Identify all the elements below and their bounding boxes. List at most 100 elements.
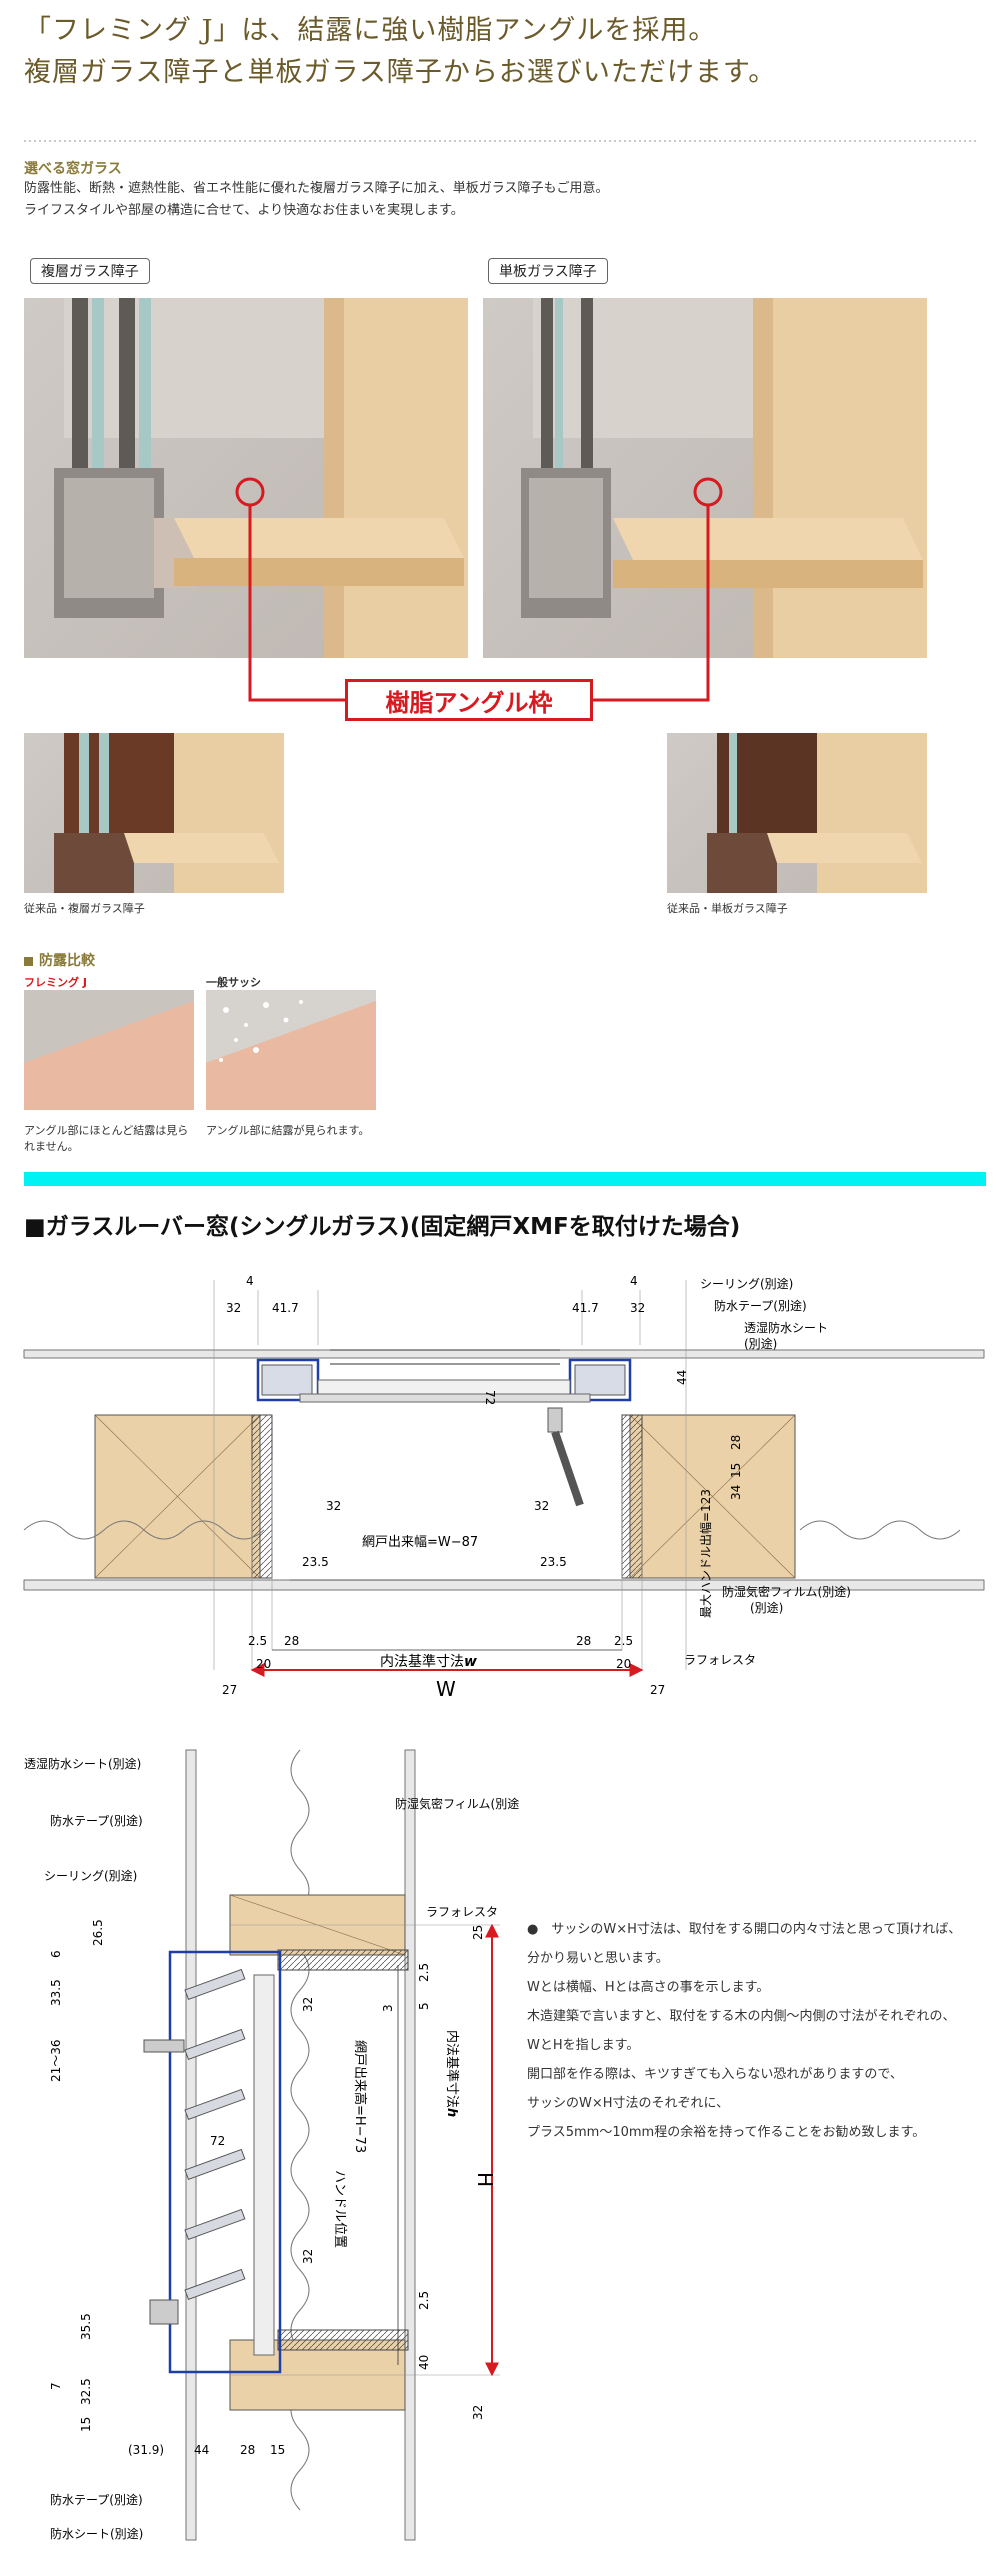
double-glass-photo [24,298,468,658]
note-line-4: 木造建築で言いますと、取付をする木の内側〜内側の寸法がそれぞれの、 [527,2009,956,2024]
plan-dim-15: 15 [729,1463,743,1478]
section-dim-25-top: 25 [471,1925,485,1940]
plan-dim-20-left: 20 [256,1657,271,1671]
old-single-caption: 従来品・単板ガラス障子 [667,902,788,915]
section-dim-5: 5 [417,2002,431,2010]
plan-inner-standard: 内法基準寸法w [380,1653,477,1670]
section-dim-6: 6 [49,1950,63,1958]
section-inner-standard-h: h [444,2108,459,2117]
section-inner-standard: 内法基準寸法h [444,2030,460,2117]
plan-dim-34: 34 [729,1485,743,1500]
plan-dim-23-5-left: 23.5 [302,1555,329,1569]
plan-dim-32-right: 32 [630,1301,645,1315]
headline-line-1: 「フレミング J」は、結露に強い樹脂アングルを採用。 [24,15,717,46]
plan-screen-width: 網戸出来幅=W−87 [362,1535,478,1550]
section-drawing: 透湿防水シート(別途) 防水テープ(別途) 防湿気密フィルム(別途) シーリング… [24,1749,520,2541]
section-screen-height: 網戸出来高=H−73 [352,2040,368,2153]
callout-connector [248,505,710,702]
plan-w-label: W [436,1677,456,1701]
condensation-title: 防露比較 [24,950,95,970]
section-dim-32-5: 32.5 [79,2378,93,2405]
glass-section-title: 選べる窓ガラス [24,161,122,177]
section-dim-3: 3 [381,2004,395,2012]
cyan-divider [24,1172,986,1186]
double-glass-label: 複層ガラス障子 [30,258,150,284]
note-line-1: ● サッシのW×H寸法は、取付をする開口の内々寸法と思って頂ければ、 [527,1922,962,1937]
section-dim-32c: 32 [471,2405,485,2420]
section-dim-35-5: 35.5 [79,2313,93,2340]
headline: 「フレミング J」は、結露に強い樹脂アングルを採用。 複層ガラス障子と単板ガラス… [24,10,984,94]
section-dim-21-36: 21〜36 [49,2039,63,2082]
plan-dim-27-left: 27 [222,1683,237,1697]
note-line-5: WとHを指します。 [527,2038,640,2053]
section-dim-7: 7 [49,2382,63,2390]
condensation-left-caption-2: れません。 [24,1140,79,1153]
section-dim-2-5a: 2.5 [417,1963,431,1982]
condensation-right-label: 一般サッシ [206,976,261,989]
section-square-icon [24,956,33,966]
plan-dim-20-right: 20 [616,1657,631,1671]
section-dim-72: 72 [210,2134,225,2148]
section-dim-26-5: 26.5 [91,1919,105,1946]
plan-dim-4-left: 4 [246,1274,254,1288]
note-line-6: 開口部を作る際は、キツすぎても入らない恐れがありますので、 [527,2067,903,2082]
section-label-sheet-bottom: 防水シート(別途) [50,2526,143,2541]
old-single-illustration [707,733,927,893]
plan-dim-28-left: 28 [284,1634,299,1648]
section-dim-15: 15 [79,2417,93,2432]
section-dim-15b: 15 [270,2443,285,2457]
old-single-glass-photo [667,733,927,893]
resin-angle-callout: 樹脂アングル枠 [345,679,593,721]
section-dim-32a: 32 [301,1997,315,2012]
glass-section-text-2: ライフスタイルや部屋の構造に合せて、より快適なお住まいを実現します。 [24,203,464,218]
plan-label-lath: ラフォレスタ [684,1653,756,1667]
section-handle-position: ハンドル位置 [332,2170,347,2248]
double-glass-illustration [54,298,468,658]
condensation-title-text: 防露比較 [39,953,95,969]
plan-dim-23-5-right: 23.5 [540,1555,567,1569]
note-line-7: サッシのW×H寸法のそれぞれに、 [527,2096,730,2111]
plan-dim-2-5-right: 2.5 [614,1634,633,1648]
plan-label-film-1: 防湿気密フィルム(別途) [722,1584,851,1599]
plan-inner-standard-text: 内法基準寸法 [380,1653,464,1670]
section-label-tape-bottom: 防水テープ(別途) [50,2492,143,2507]
dimension-notes: ● サッシのW×H寸法は、取付をする開口の内々寸法と思って頂ければ、 分かり易い… [527,1915,977,2147]
plan-dim-28-right: 28 [576,1634,591,1648]
plan-dim-4-right: 4 [630,1274,638,1288]
section-dim-44: 44 [194,2443,209,2457]
plan-drawing: 4 32 41.7 4 41.7 32 シーリング(別途) 防水テープ(別途) … [23,1274,985,1701]
section-dim-28: 28 [240,2443,255,2457]
water-droplets [219,1000,303,1062]
section-label-sealing: シーリング(別途) [44,1868,137,1883]
section-label-tape: 防水テープ(別途) [50,1813,143,1828]
old-double-caption: 従来品・複層ガラス障子 [24,902,145,915]
condensation-left-caption-1: アングル部にほとんど結露は見ら [24,1124,189,1137]
plan-dim-27-right: 27 [650,1683,665,1697]
section-dim-33-5: 33.5 [49,1979,63,2006]
plan-inner-standard-w: w [464,1654,477,1670]
condensation-left-photo [24,990,194,1110]
section-dim-2-5b: 2.5 [417,2291,431,2310]
section-dim-31-9: (31.9) [128,2443,164,2457]
note-line-8: プラス5mm〜10mm程の余裕を持って作ることをお勧め致します。 [527,2125,926,2140]
old-double-illustration [54,733,284,893]
note-line-3: Wとは横幅、Hとは高さの事を示します。 [527,1980,770,1995]
plan-label-sealing: シーリング(別途) [700,1276,793,1291]
condensation-left-label: フレミング J [24,976,87,989]
condensation-right-photo [206,990,376,1110]
section-label-lath: ラフォレスタ [426,1905,498,1919]
plan-max-handle: 最大ハンドル出幅=123 [698,1489,713,1618]
plan-dim-32-mid-right: 32 [534,1499,549,1513]
plan-label-film-2: (別途) [750,1600,783,1615]
single-glass-photo [483,298,927,658]
plan-dim-41-7-right: 41.7 [572,1301,599,1315]
louver-window-heading: ■ガラスルーバー窓(シングルガラス)(固定網戸XMFを取付けた場合) [24,1214,741,1240]
dotted-divider [24,140,979,142]
glass-section-text-1: 防露性能、断熱・遮熱性能、省エネ性能に優れた複層ガラス障子に加え、単板ガラス障子… [24,181,609,196]
section-label-sheet: 透湿防水シート(別途) [24,1756,141,1771]
section-label-film: 防湿気密フィルム(別途) [395,1796,520,1811]
single-glass-illustration [521,298,927,658]
condensation-right-caption: アングル部に結露が見られます。 [206,1124,370,1137]
plan-label-tape: 防水テープ(別途) [714,1298,807,1313]
plan-dim-41-7-left: 41.7 [272,1301,299,1315]
